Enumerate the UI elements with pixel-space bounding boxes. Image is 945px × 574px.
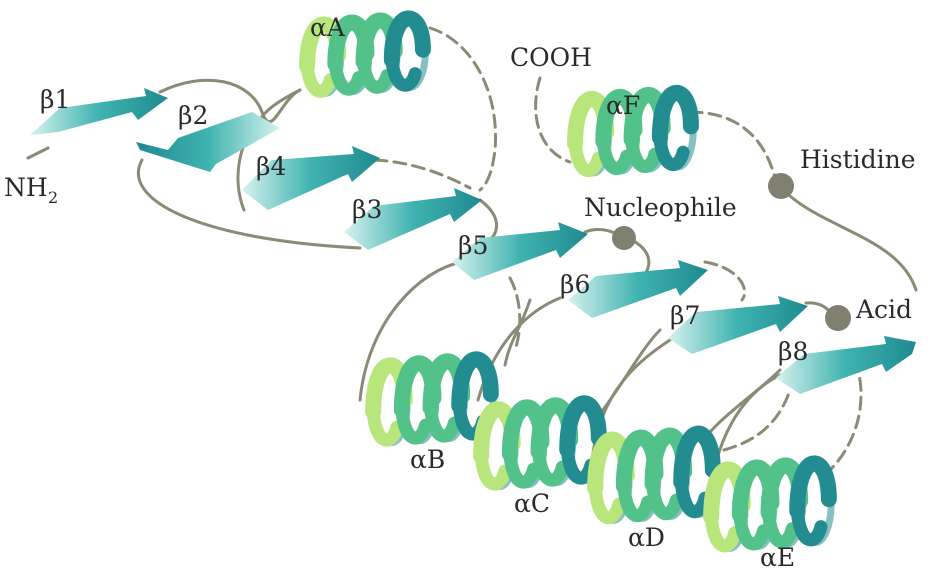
alpha-helix-aD [587,425,721,525]
helix-turn-front [673,425,721,491]
label-nucleophile: Nucleophile [584,193,737,222]
loop-aC-b7 [593,328,662,422]
alpha-helix-aF [567,85,699,177]
helix-turn-front [789,455,837,519]
beta-strand-b8 [776,336,916,394]
label-aD: αD [628,523,665,552]
helix-turn-front [674,475,712,519]
label-b4: β4 [256,152,286,181]
loop-b5-aB [358,260,464,402]
label-aF: αF [606,91,640,120]
loop-histidine-b8 [788,194,918,292]
loop-b4-b3-dash [373,158,472,190]
label-aB: αB [410,445,445,474]
helix-turn-front [625,132,662,173]
loop-cooh-aF-dash [534,76,572,164]
helix-turn-front [503,447,541,489]
helix-turn-front [532,445,569,487]
helix-turn-front [588,481,626,525]
label-b8: β8 [778,337,808,366]
nucleophile-site-dot [612,226,636,250]
label-b1: β1 [40,85,70,114]
label-nterm-subscript: 2 [48,188,58,207]
beta-strand-b6 [568,260,708,318]
loop-aA-b2 [258,88,302,122]
label-acid: Acid [855,295,912,324]
helix-turn-front [568,136,605,177]
beta-strand-b5 [452,222,588,280]
histidine-site-dot [768,173,794,199]
helix-turn-front [383,10,431,68]
label-b7: β7 [670,301,700,330]
helix-turn-front [451,351,499,414]
alpha-helix-aE [703,455,837,553]
label-aE: αE [760,543,795,572]
label-histidine: Histidine [800,145,916,174]
loop-b5-aB-dash [508,276,522,352]
label-aC: αC [514,489,550,518]
loop-acid [804,301,832,314]
acid-site-dot [825,305,851,331]
alpha-helix-aB [365,351,499,447]
beta-strand-b4 [242,146,380,210]
label-b6: β6 [560,270,590,299]
loop-aA-b4-dash [428,26,498,192]
beta-strand-b2 [136,112,280,172]
helix-turn-front [790,504,828,547]
helix-turn-front [651,85,699,146]
label-cterm: COOH [510,43,592,72]
beta-strand-b7 [668,296,808,354]
helix-turn-front [617,479,655,523]
beta-strand-b3 [344,188,482,250]
loop-b1-aA [158,78,302,123]
loop-aD-b8 [708,368,782,434]
helix-turn-front [762,506,799,549]
label-nterm: NH [4,173,48,202]
helix-turn-front [704,510,742,553]
helix-turn-front [366,405,404,447]
loop-b2-b3 [136,158,362,250]
helix-turn-front [559,395,607,458]
helix-turn-front [646,477,683,521]
helix-turn-front [560,443,598,485]
loop-aD-dash [722,388,792,452]
helix-turn-front [357,55,394,94]
loop-nterm-b1 [26,146,50,160]
alpha-helix-aC [473,395,607,491]
loop-b6-dash [703,260,747,302]
labels: β1 β2 β4 β3 β5 β6 β7 β8 αA αF αB αC αD α… [4,13,916,572]
helix-turn-front [596,134,634,175]
helix-turn-front [385,53,422,92]
helix-turn-front [300,59,337,98]
beta-strand-b1 [30,88,168,135]
alpha-helix-aA [299,10,431,98]
helix-turn-front [395,403,433,445]
label-aA: αA [310,13,346,42]
helix-turn-front [653,130,690,171]
helix-turn-front [474,449,512,491]
helix-turn-front [733,508,771,551]
label-b2: β2 [178,101,208,130]
helix-turn-front [328,57,366,96]
label-b3: β3 [352,195,382,224]
label-b5: β5 [458,231,488,260]
helix-turn-front [424,401,461,443]
loop-aF-histidine-dash [688,110,777,180]
loop-aB-b6 [503,298,532,367]
